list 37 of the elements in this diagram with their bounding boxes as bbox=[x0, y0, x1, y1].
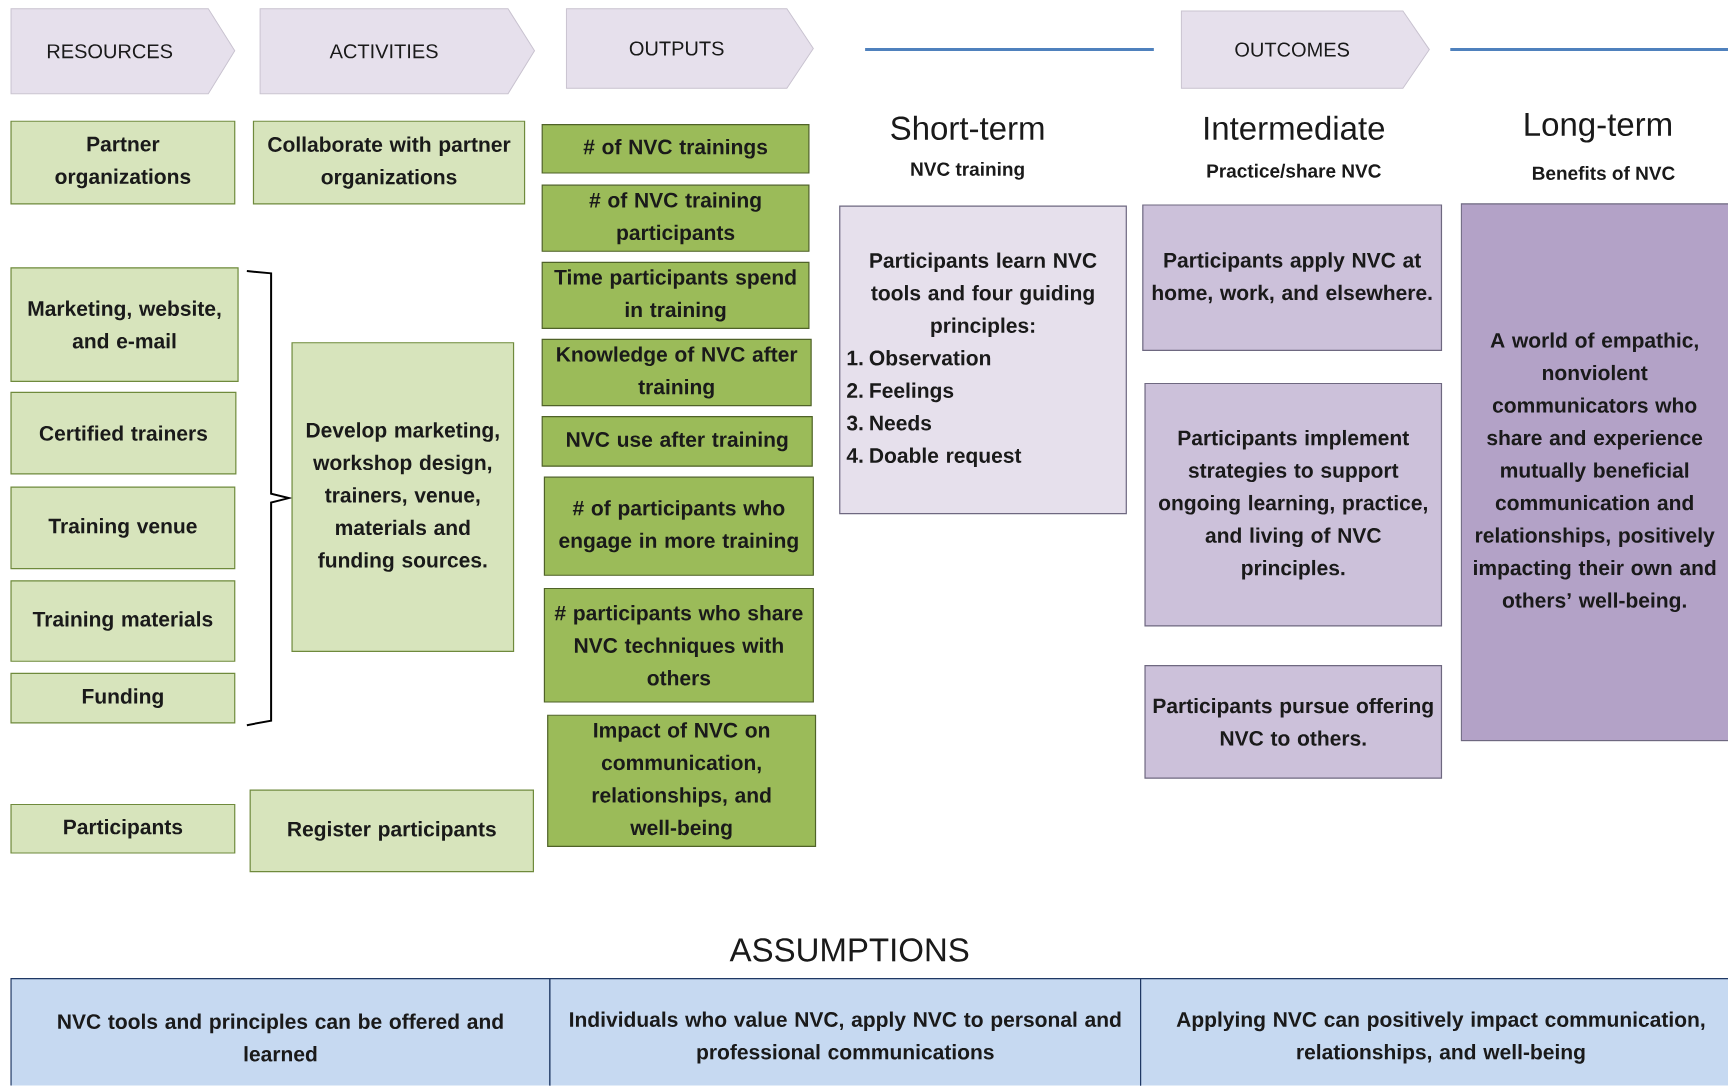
input-box: Register participants bbox=[249, 789, 534, 873]
outcome-box: A world of empathic, nonviolent communicators who share and experience mutually beneficial communication and relationships, positively impacting their own and others’ well-being. bbox=[1460, 203, 1728, 742]
input-box: Participants bbox=[10, 804, 236, 854]
column-heading: Intermediate bbox=[1205, 115, 1385, 141]
column-subheading: NVC training bbox=[911, 162, 1024, 180]
column-header: RESOURCES bbox=[10, 8, 236, 95]
input-box: Marketing, website, and e-mail bbox=[10, 267, 239, 383]
column-heading: Short-term bbox=[891, 115, 1044, 141]
input-box: Collaborate with partner organizations bbox=[252, 120, 526, 205]
column-heading: Long-term bbox=[1525, 113, 1671, 143]
section-heading: ASSUMPTIONS bbox=[729, 938, 969, 962]
input-box: Training materials bbox=[10, 580, 236, 663]
input-box: Develop marketing, workshop design, trainers, venue, materials and funding sources. bbox=[291, 342, 515, 653]
column-subheading: Practice/share NVC bbox=[1207, 164, 1381, 179]
input-box: Certified trainers bbox=[10, 391, 237, 475]
column-header: OUTCOMES bbox=[1180, 10, 1430, 89]
column-subheading: Benefits of NVC bbox=[1532, 166, 1675, 181]
output-box: # of participants who engage in more training bbox=[543, 476, 814, 577]
input-box: Partner organizations bbox=[10, 120, 236, 205]
assumption-cell: Applying NVC can positively impact communication, relationships, and well-being bbox=[1140, 978, 1728, 1086]
assumption-cell: NVC tools and principles can be offered and learned bbox=[10, 978, 551, 1086]
output-box: Knowledge of NVC after training bbox=[541, 339, 812, 407]
input-box: Funding bbox=[10, 673, 236, 724]
outcome-box: Participants pursue offering NVC to others. bbox=[1144, 665, 1443, 779]
column-header: ACTIVITIES bbox=[259, 8, 535, 95]
output-box: # of NVC training participants bbox=[541, 184, 810, 253]
output-box: Impact of NVC on communication, relationships, and well-being bbox=[547, 714, 817, 848]
assumption-cell: Individuals who value NVC, apply NVC to personal and professional communications bbox=[549, 978, 1142, 1086]
outcome-box: Participants learn NVC tools and four guiding principles: 1. Observation 2. Feelings 3. Needs 4. Doable request bbox=[839, 205, 1127, 515]
outcome-box: Participants apply NVC at home, work, and elsewhere. bbox=[1142, 204, 1443, 352]
column-header: OUTPUTS bbox=[565, 8, 814, 89]
outcome-box: Participants implement strategies to support ongoing learning, practice, and living of NVC principles. bbox=[1144, 383, 1443, 627]
input-box: Training venue bbox=[10, 486, 236, 570]
output-box: NVC use after training bbox=[541, 416, 813, 468]
output-box: # participants who share NVC techniques with others bbox=[543, 588, 814, 703]
output-box: # of NVC trainings bbox=[541, 124, 810, 174]
output-box: Time participants spend in training bbox=[541, 261, 810, 330]
